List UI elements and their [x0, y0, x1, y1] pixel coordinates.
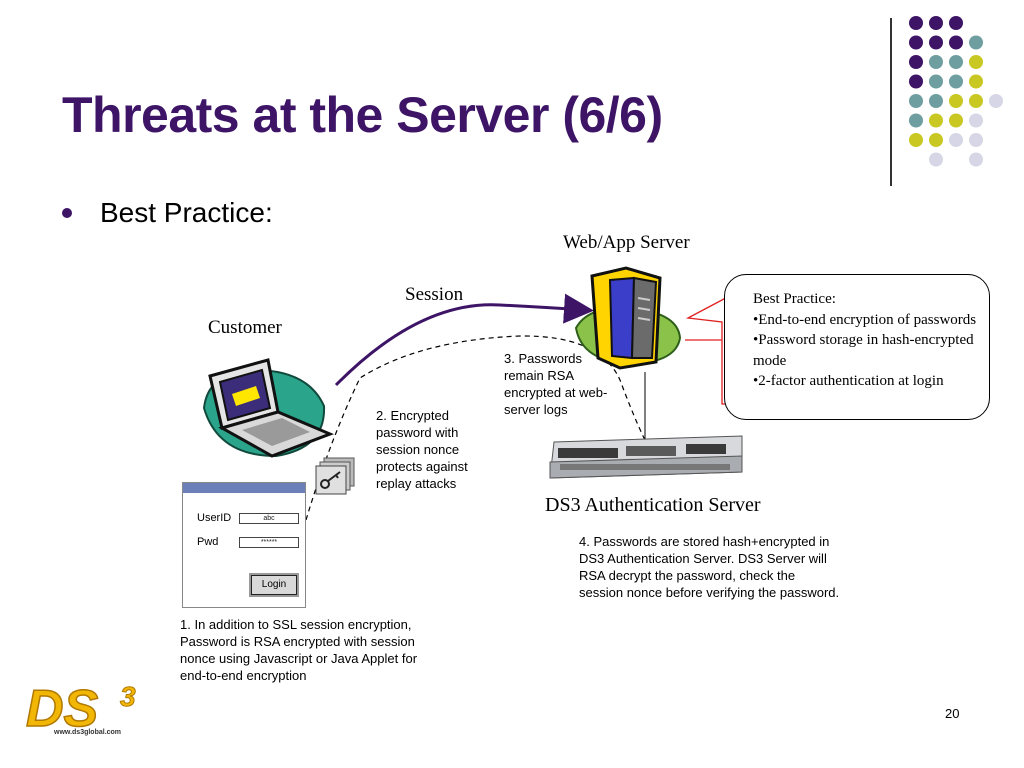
userid-label: UserID	[197, 512, 232, 524]
note-4: 4. Passwords are stored hash+encrypted i…	[579, 534, 840, 600]
web-app-server-label: Web/App Server	[563, 232, 690, 253]
note-2: 2. Encrypted password with session nonce…	[376, 408, 468, 491]
decorative-dot	[969, 35, 983, 50]
session-arrow	[334, 293, 594, 387]
session-label: Session	[405, 284, 464, 305]
decorative-dot	[929, 16, 943, 30]
best-practice-callout: Best Practice: •End-to-end encryption of…	[724, 274, 990, 420]
decorative-dot	[949, 55, 963, 69]
bullet-text: Best Practice:	[100, 197, 273, 228]
decorative-dot	[949, 133, 963, 147]
decorative-dot	[929, 94, 943, 108]
vertical-divider	[890, 18, 892, 186]
page-number: 20	[945, 706, 960, 721]
decorative-dot	[929, 55, 943, 69]
customer-laptop-icon	[202, 358, 335, 458]
pwd-field[interactable]: ******	[239, 537, 299, 548]
decorative-dot	[929, 113, 943, 128]
ds3-server-label: DS3 Authentication Server	[545, 494, 761, 516]
userid-field[interactable]: abc	[239, 513, 299, 524]
decorative-dot	[929, 35, 943, 50]
decorative-dot	[909, 35, 923, 50]
decorative-dot	[969, 152, 983, 167]
callout-item: •End-to-end encryption of passwords	[753, 311, 977, 328]
decorative-dot-grid	[909, 16, 1003, 167]
callout-item: •Password storage in hash-encrypted mode	[753, 332, 974, 369]
login-window: UserID abc Pwd ****** Login	[182, 482, 306, 608]
note-3: 3. Passwords remain RSA encrypted at web…	[504, 351, 608, 417]
slide-title: Threats at the Server (6/6)	[62, 87, 663, 143]
encrypted-flow-dashed-line	[305, 335, 646, 521]
decorative-dot	[969, 74, 983, 89]
pwd-label: Pwd	[197, 536, 219, 548]
decorative-dot	[929, 152, 943, 167]
customer-label: Customer	[208, 317, 282, 338]
decorative-dot	[949, 113, 963, 128]
decorative-dot	[949, 94, 963, 108]
decorative-dot	[909, 94, 923, 108]
decorative-dot	[969, 55, 983, 69]
decorative-dot	[989, 94, 1003, 108]
web-server-icon	[574, 266, 682, 370]
logo-url: www.ds3global.com	[54, 729, 122, 736]
decorative-dot	[909, 133, 923, 147]
decorative-dot	[909, 74, 923, 89]
bullet-dot	[62, 208, 72, 218]
ds3-server-icon	[549, 435, 743, 479]
note-1: 1. In addition to SSL session encryption…	[180, 617, 418, 683]
decorative-dot	[929, 133, 943, 147]
login-button[interactable]: Login	[249, 573, 299, 597]
decorative-dot	[969, 113, 983, 128]
decorative-dot	[969, 94, 983, 108]
decorative-dot	[949, 35, 963, 50]
ds3-logo: DS 3	[25, 679, 136, 734]
decorative-dot	[969, 133, 983, 147]
logo-text: DS	[26, 680, 99, 734]
encrypted-key-icon	[315, 457, 355, 495]
decorative-dot	[909, 16, 923, 30]
callout-item: •2-factor authentication at login	[753, 373, 944, 389]
decorative-dot	[929, 74, 943, 89]
logo-superscript: 3	[120, 681, 136, 712]
decorative-dot	[909, 55, 923, 69]
login-titlebar	[183, 483, 305, 493]
decorative-dot	[949, 74, 963, 89]
decorative-dot	[949, 16, 963, 30]
decorative-dot	[909, 113, 923, 128]
callout-heading: Best Practice:	[753, 291, 836, 307]
